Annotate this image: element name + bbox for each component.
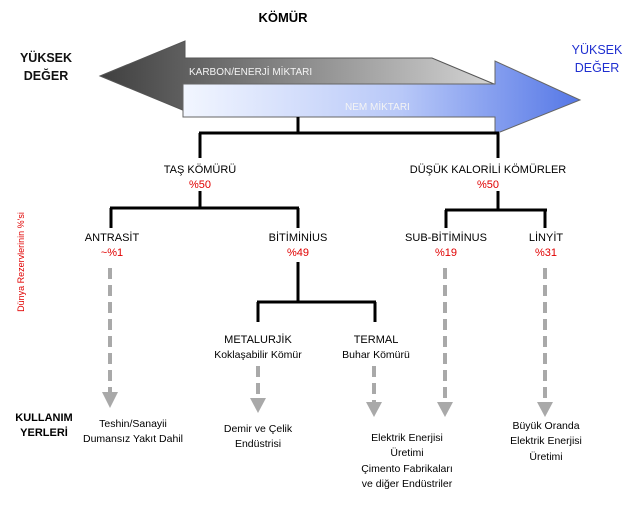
use-thermal-line3: Çimento Fabrikaları	[361, 463, 453, 475]
moisture-arrow-label: NEM MİKTARI	[345, 100, 410, 113]
diagram-title: KÖMÜR	[258, 10, 308, 25]
hard-coal-label: TAŞ KÖMÜRÜ	[164, 164, 237, 176]
usage-arrowhead-sub-bituminous	[437, 402, 453, 417]
use-lignite-line1: Büyük Oranda	[512, 420, 579, 432]
thermal-label: TERMAL	[354, 334, 399, 346]
usage-arrowhead-lignite	[537, 402, 553, 417]
carbon-energy-arrow-label: KARBON/ENERJİ MİKTARI	[189, 65, 312, 78]
usage-arrows	[102, 268, 553, 417]
right-value-label-line2: DEĞER	[575, 60, 619, 75]
use-lignite-line2: Elektrik Enerjisi	[510, 435, 582, 447]
use-metallurgical-line2: Endüstrisi	[235, 438, 281, 450]
left-value-label-line2: DEĞER	[24, 68, 68, 83]
anthracite-label: ANTRASİT	[85, 231, 140, 244]
use-metallurgical-line1: Demir ve Çelik	[224, 423, 293, 435]
metallurgical-subtitle: Koklaşabilir Kömür	[214, 349, 302, 361]
usage-heading-line1: KULLANIM	[15, 412, 72, 424]
use-thermal-line2: Üretimi	[390, 447, 423, 459]
metallurgical-label: METALURJİK	[224, 333, 292, 346]
anthracite-share: ~%1	[101, 247, 123, 259]
sub-bituminous-share: %19	[435, 247, 457, 259]
world-reserves-side-label: Dünya Rezervlerinin %'si	[16, 212, 26, 312]
usage-arrowhead-thermal	[366, 402, 382, 417]
lignite-label: LİNYİT	[529, 231, 564, 244]
usage-arrowhead-anthracite	[102, 392, 118, 408]
usage-heading-line2: YERLERİ	[20, 426, 68, 439]
low-calorie-share: %50	[477, 179, 499, 191]
right-value-label-line1: YÜKSEK	[572, 43, 623, 57]
lignite-share: %31	[535, 247, 557, 259]
tree-connectors	[109, 117, 547, 322]
sub-bituminous-label: SUB-BİTİMİNUS	[405, 231, 487, 244]
use-anthracite-line2: Dumansız Yakıt Dahil	[83, 433, 183, 445]
left-value-label-line1: YÜKSEK	[20, 50, 72, 65]
thermal-subtitle: Buhar Kömürü	[342, 349, 410, 361]
use-thermal-line4: ve diğer Endüstriler	[362, 478, 453, 490]
usage-arrowhead-metallurgical	[250, 398, 266, 413]
hard-coal-share: %50	[189, 179, 211, 191]
bituminous-share: %49	[287, 247, 309, 259]
moisture-arrow	[182, 60, 582, 135]
use-lignite-line3: Üretimi	[529, 451, 562, 463]
use-thermal-line1: Elektrik Enerjisi	[371, 432, 443, 444]
use-anthracite-line1: Teshin/Sanayii	[99, 418, 167, 430]
bituminous-label: BİTİMİNİUS	[269, 231, 328, 244]
low-calorie-label: DÜŞÜK KALORİLİ KÖMÜRLER	[410, 163, 567, 176]
